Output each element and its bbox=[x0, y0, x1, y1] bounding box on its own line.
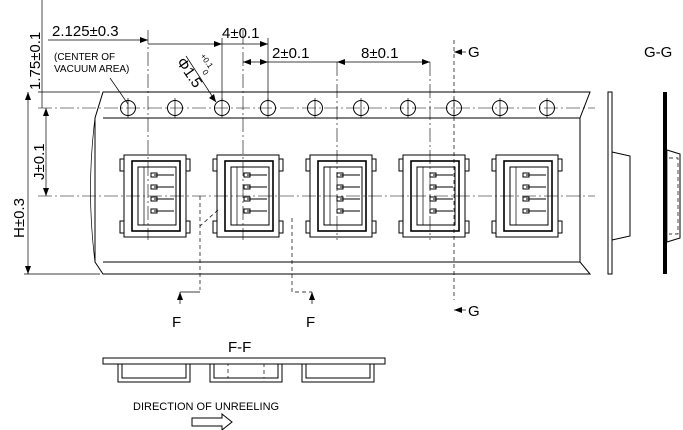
section-g-top: G bbox=[468, 44, 480, 61]
outline-arrow-right-icon bbox=[191, 412, 233, 430]
carrier-tape bbox=[90, 91, 592, 275]
dim-hole-to-pocket: 2±0.1 bbox=[272, 45, 309, 62]
vacuum-note-line2: VACUUM AREA) bbox=[54, 64, 129, 75]
dim-hole-tol-minus: 0 bbox=[200, 68, 210, 77]
dim-tape-width: H±0.3 bbox=[11, 198, 28, 238]
section-gg-title: G-G bbox=[644, 44, 672, 61]
vacuum-note-line1: (CENTER OF bbox=[54, 52, 115, 63]
section-f-left: F bbox=[172, 314, 181, 331]
section-f-right: F bbox=[306, 314, 315, 331]
direction-label: DIRECTION OF UNREELING bbox=[133, 401, 279, 413]
dim-hole-pitch: 4±0.1 bbox=[222, 25, 259, 42]
dim-pocket-offset: J±0.1 bbox=[31, 143, 48, 180]
side-view bbox=[607, 91, 631, 275]
dim-top-offset: 1.75±0.1 bbox=[27, 32, 44, 90]
sprocket-holes bbox=[120, 98, 555, 118]
section-gg-view bbox=[663, 92, 681, 274]
section-ff-view bbox=[102, 357, 386, 383]
dim-vacuum-offset: 2.125±0.3 bbox=[52, 23, 119, 40]
section-ff-title: F-F bbox=[228, 339, 251, 356]
section-g-bottom: G bbox=[468, 303, 480, 320]
dim-pocket-pitch: 8±0.1 bbox=[361, 45, 398, 62]
